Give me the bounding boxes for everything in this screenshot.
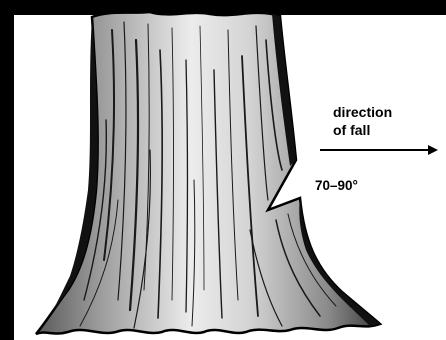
direction-label-line1: direction — [333, 104, 392, 120]
right-arrow-icon — [320, 145, 438, 155]
notch-angle-label: 70–90° — [315, 178, 358, 193]
direction-label-line2: of fall — [333, 122, 370, 138]
